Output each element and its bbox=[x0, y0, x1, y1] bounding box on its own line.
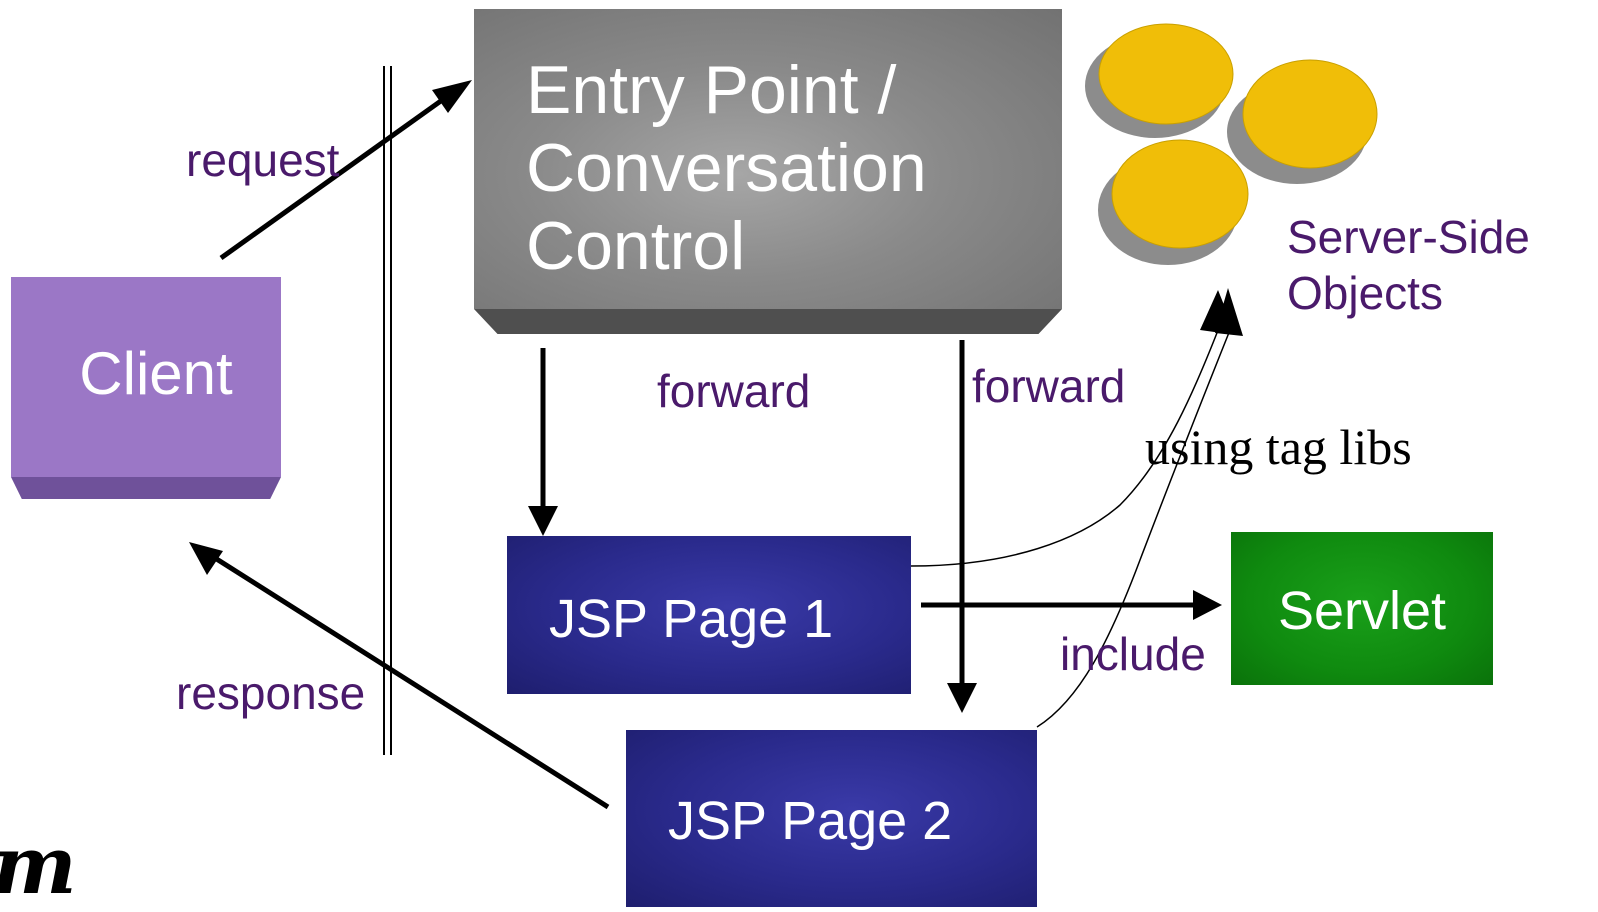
server-side-objects-icon bbox=[1085, 23, 1378, 265]
entry-point-box-face bbox=[474, 9, 1062, 309]
servlet-box: Servlet bbox=[1231, 532, 1493, 685]
include-arrow bbox=[921, 590, 1222, 620]
jsp-page-1-box: JSP Page 1 bbox=[507, 536, 911, 694]
response-label: response bbox=[176, 667, 366, 719]
client-label: Client bbox=[79, 340, 233, 407]
forward-label-2: forward bbox=[972, 360, 1126, 412]
request-arrow bbox=[219, 80, 472, 261]
entry-point-box-bevel bbox=[474, 309, 1062, 334]
request-label: request bbox=[186, 134, 340, 186]
entry-point-label-line-1: Entry Point / bbox=[526, 52, 897, 128]
response-arrow bbox=[189, 542, 610, 810]
client-box: Client bbox=[11, 277, 281, 499]
jsp-page-2-box: JSP Page 2 bbox=[626, 730, 1037, 907]
client-box-face bbox=[11, 277, 281, 477]
forward-arrow-1 bbox=[528, 348, 558, 536]
logo-fragment: m bbox=[0, 818, 77, 912]
entry-point-label: Entry Point / Conversation Control bbox=[526, 51, 1066, 285]
entry-point-label-line-3: Control bbox=[526, 208, 746, 284]
client-box-bevel bbox=[11, 477, 281, 499]
forward-label-1: forward bbox=[657, 365, 811, 417]
tag-lib-curve-2 bbox=[1036, 288, 1243, 728]
include-label: include bbox=[1060, 628, 1206, 680]
using-tag-libs-label: using tag libs bbox=[1145, 419, 1412, 475]
server-side-objects-label-line-2: Objects bbox=[1287, 267, 1443, 319]
forward-arrow-2 bbox=[947, 340, 977, 713]
jsp-page-1-label: JSP Page 1 bbox=[549, 589, 834, 649]
server-side-objects-label: Server-Side Objects bbox=[1287, 209, 1530, 321]
entry-point-box: Entry Point / Conversation Control bbox=[474, 9, 1062, 334]
server-side-objects-label-line-1: Server-Side bbox=[1287, 211, 1530, 263]
entry-point-label-line-2: Conversation bbox=[526, 130, 927, 206]
jsp-page-2-label: JSP Page 2 bbox=[668, 791, 953, 851]
servlet-label: Servlet bbox=[1277, 581, 1447, 641]
